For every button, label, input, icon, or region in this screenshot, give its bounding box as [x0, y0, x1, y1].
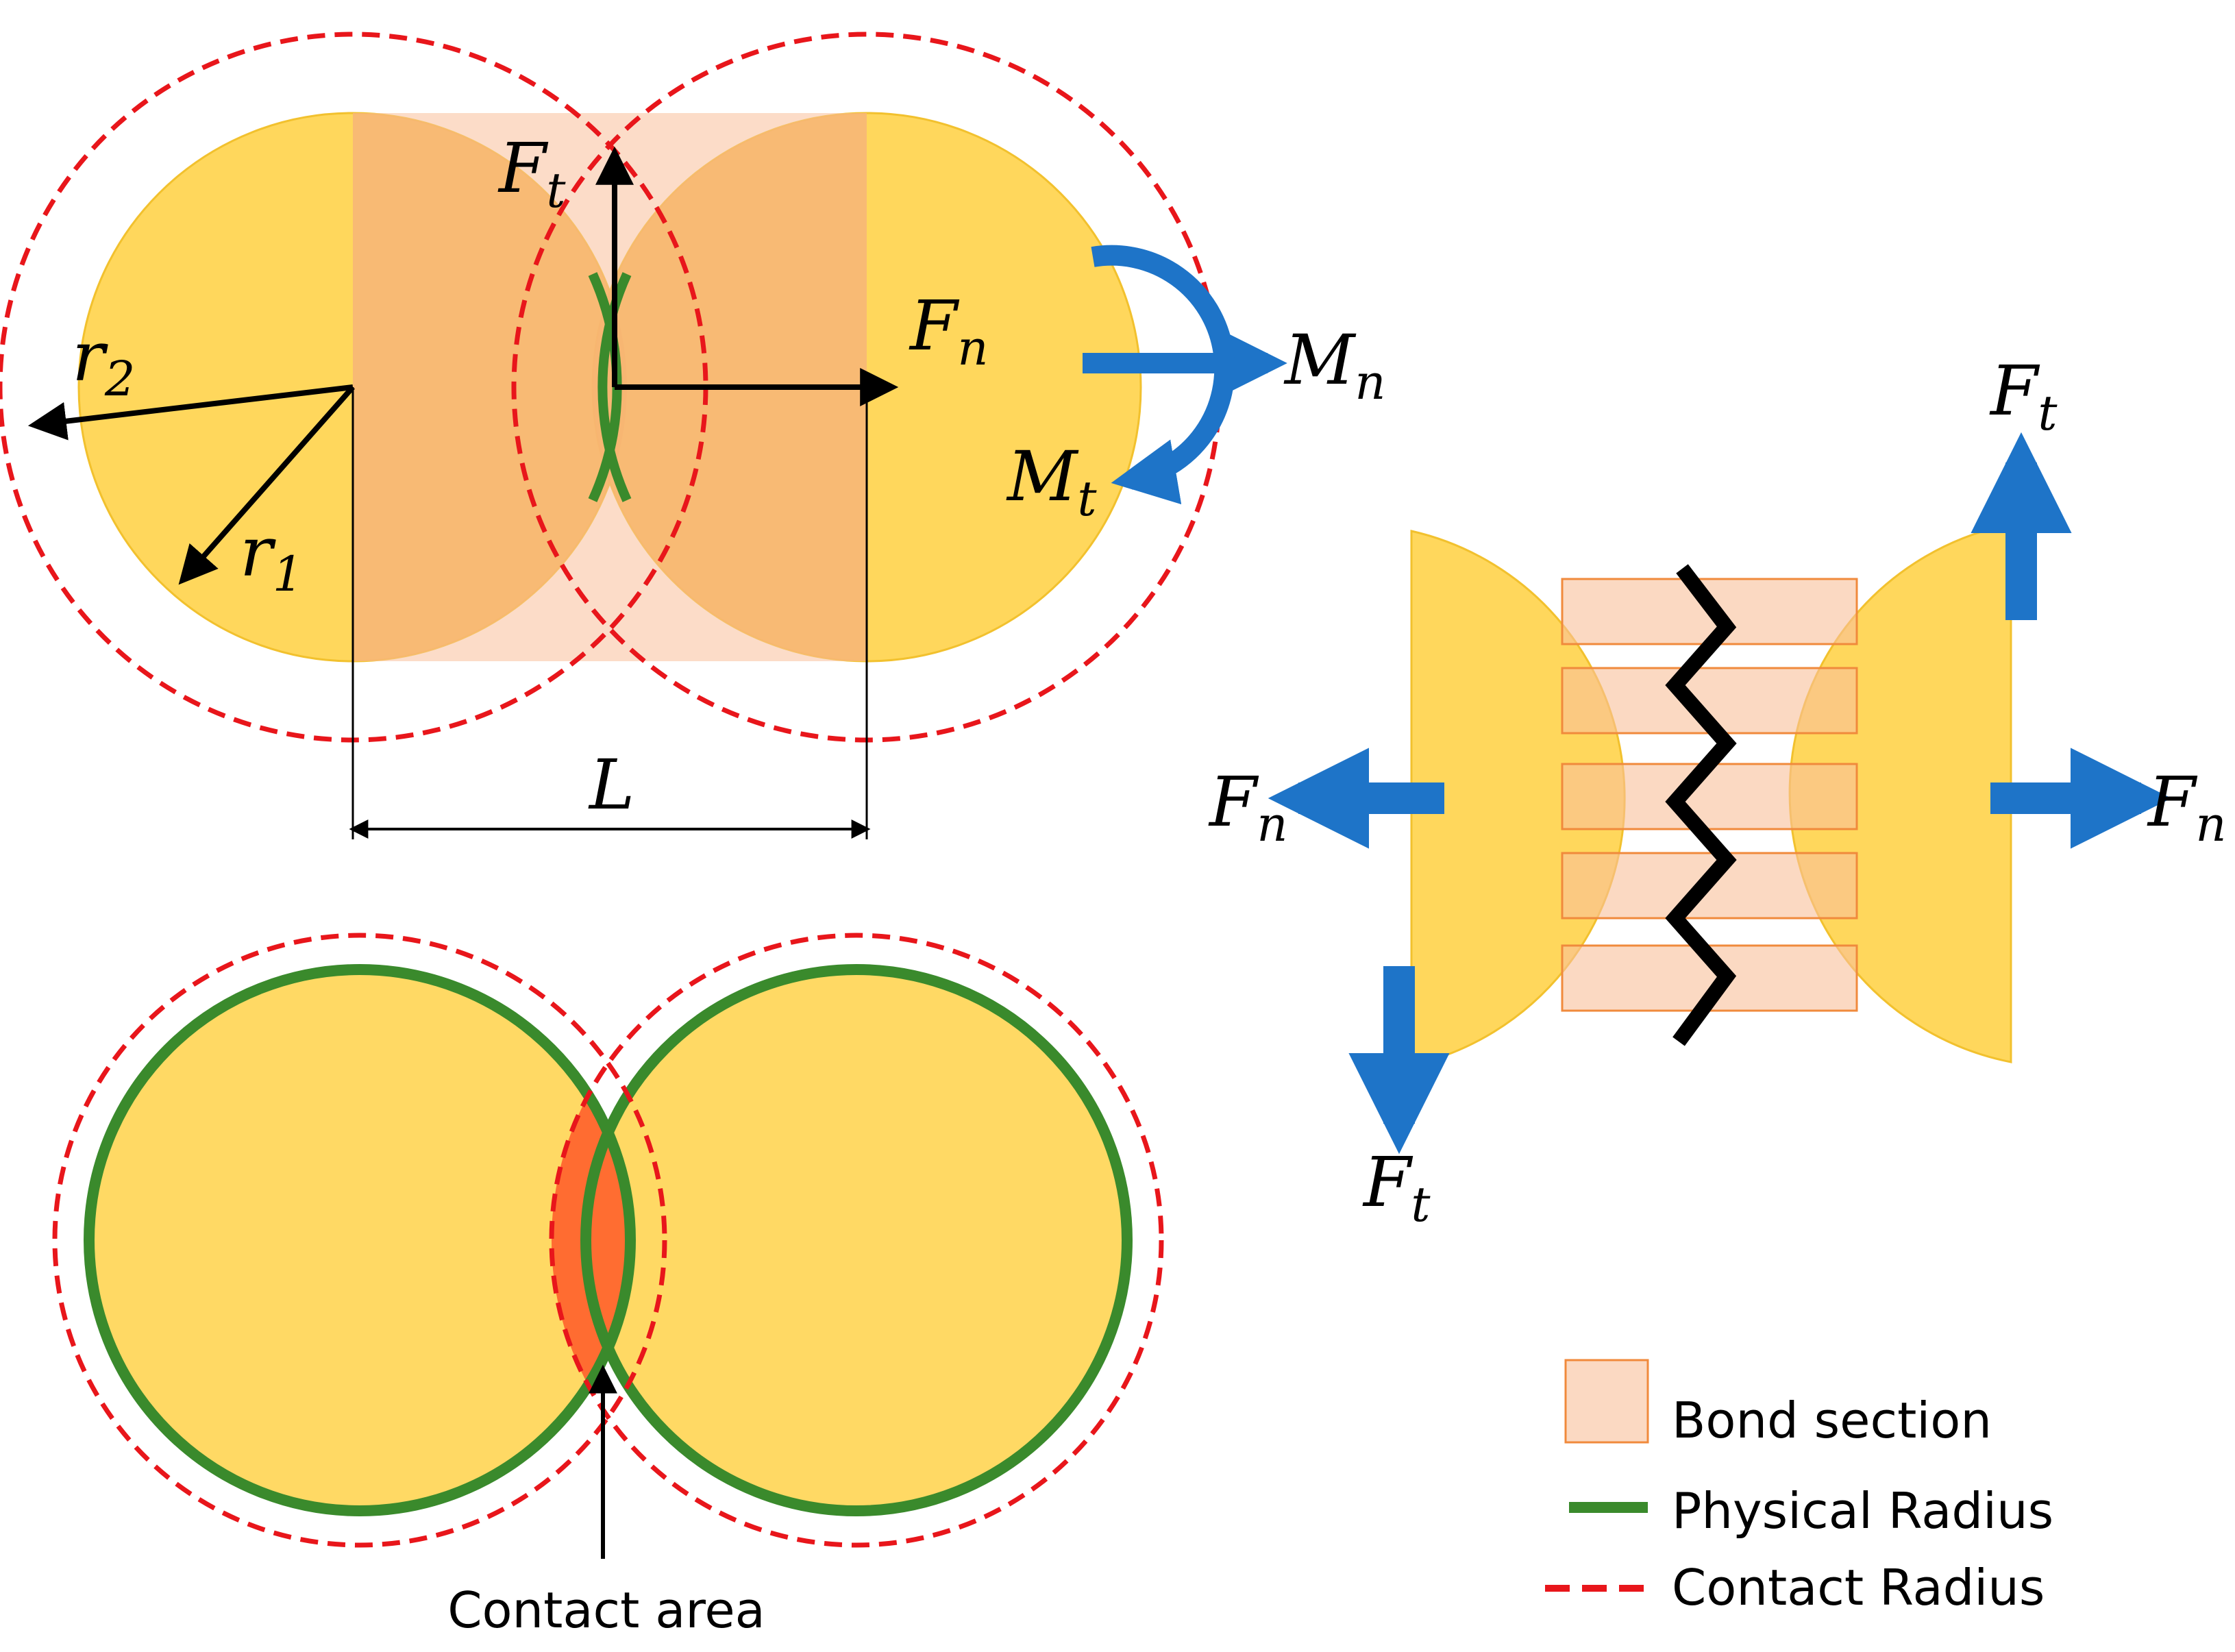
legend: Bond section Physical Radius Contact Rad… — [1545, 1359, 2053, 1616]
label-contact-area: Contact area — [447, 1581, 765, 1639]
panel-bond-breaking: Ft Ft Fn Fn — [1208, 351, 2226, 1233]
r2-arrow — [27, 384, 354, 441]
contact-particle-left — [89, 970, 630, 1511]
label-ft-top: Ft — [497, 128, 566, 219]
label-fn-right-left: Fn — [1208, 762, 1287, 852]
label-ft-right-top: Ft — [1989, 351, 2058, 441]
label-r1: r1 — [240, 512, 303, 602]
contact-radius-left-2 — [52, 933, 667, 1548]
bond-section-swatch-icon — [1564, 1359, 1649, 1444]
bond-crack — [1665, 564, 1737, 1046]
label-r2: r2 — [72, 317, 135, 407]
r1-arrow — [178, 385, 355, 585]
label-ft-right-bottom: Ft — [1362, 1142, 1431, 1233]
physical-radius-right — [580, 964, 1133, 1516]
panel-bond-parameters: r2 r1 Ft Fn Mn Mt L — [0, 32, 1386, 839]
label-fn-right-right: Fn — [2147, 762, 2226, 852]
bond-section-strips — [1561, 578, 1858, 1012]
label-L: L — [588, 745, 634, 825]
label-mn: Mn — [1283, 320, 1386, 410]
contact-particle-right — [586, 970, 1127, 1511]
mt-arrow — [1091, 245, 1235, 504]
physical-radius-left — [84, 964, 636, 1516]
label-mt: Mt — [1006, 436, 1097, 527]
legend-label-bond-section: Bond section — [1672, 1392, 1992, 1449]
contact-radius-right-2 — [549, 933, 1164, 1548]
legend-label-physical-radius: Physical Radius — [1672, 1482, 2053, 1540]
label-fn-top: Fn — [909, 286, 988, 376]
bond-strip — [1561, 763, 1858, 830]
panel-contact: Contact area — [52, 933, 1164, 1639]
legend-label-contact-radius: Contact Radius — [1672, 1559, 2045, 1616]
